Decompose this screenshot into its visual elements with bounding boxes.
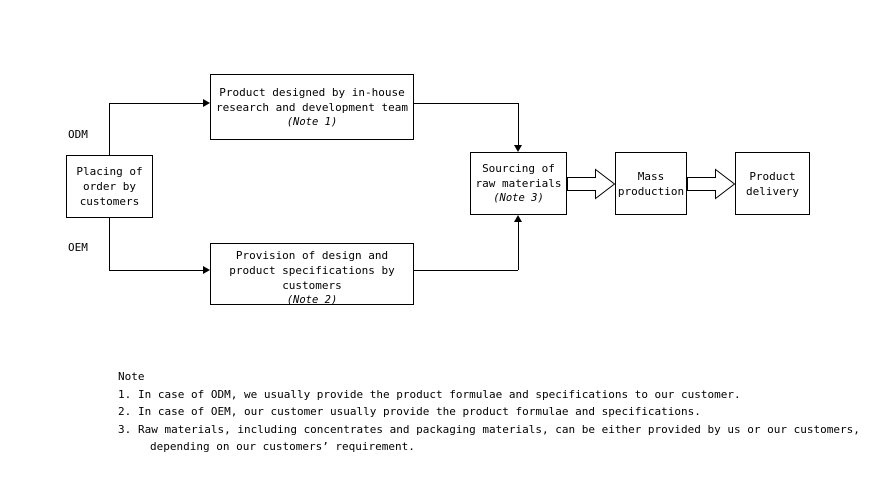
node-placing-of-order[interactable]: Placing of order by customers xyxy=(66,155,153,218)
note-item-1-number: 1. xyxy=(118,387,132,401)
node-provision-of-design-line-3: customers xyxy=(282,279,342,292)
node-product-designed-note-ref: (Note 1) xyxy=(286,115,338,128)
note-item-1-text: In case of ODM, we usually provide the p… xyxy=(138,387,741,401)
edge-label-odm: ODM xyxy=(68,128,88,141)
note-item-3: 3. Raw materials, including concentrates… xyxy=(118,421,860,439)
connector-product-designed-out xyxy=(413,103,518,104)
note-item-2: 2. In case of OEM, our customer usually … xyxy=(118,403,860,421)
node-mass-production[interactable]: Mass production xyxy=(615,152,687,215)
connector-provision-design-up xyxy=(518,222,519,270)
connector-product-designed-down xyxy=(518,103,519,145)
node-mass-production-line-2: production xyxy=(617,184,685,198)
node-product-designed-line-1: Product designed by in-house xyxy=(219,85,405,99)
node-product-designed-line-2: research and development team xyxy=(215,100,409,114)
arrowhead-oem-to-provision-design xyxy=(203,266,210,274)
note-item-2-text: In case of OEM, our customer usually pro… xyxy=(138,405,701,418)
node-sourcing-note-ref: (Note 3) xyxy=(493,192,544,204)
node-product-delivery[interactable]: Product delivery xyxy=(735,152,810,215)
connector-provision-design-out xyxy=(413,270,518,271)
note-item-3-number: 3. xyxy=(118,422,132,436)
node-sourcing-of-raw-materials[interactable]: Sourcing of raw materials (Note 3) xyxy=(470,152,567,215)
node-mass-production-line-1: Mass xyxy=(637,169,665,183)
node-placing-of-order-line-2: order by xyxy=(83,180,136,193)
note-item-3-continuation: depending on our customers’ requirement. xyxy=(150,440,415,453)
connector-oem-horizontal xyxy=(109,270,203,271)
node-placing-of-order-line-3: customers xyxy=(79,195,140,208)
arrowhead-into-sourcing-top xyxy=(514,145,522,152)
node-provision-of-design[interactable]: Provision of design and product specific… xyxy=(210,243,414,305)
node-provision-of-design-line-1: Provision of design and xyxy=(235,249,389,262)
node-product-delivery-line-1: Product xyxy=(749,169,796,183)
notes-section: Note 1. In case of ODM, we usually provi… xyxy=(118,368,860,456)
node-product-designed[interactable]: Product designed by in-house research an… xyxy=(210,74,414,140)
node-provision-of-design-line-2: product specifications by xyxy=(229,264,395,277)
note-item-2-number: 2. xyxy=(118,405,132,418)
arrowhead-into-sourcing-bottom xyxy=(514,215,522,222)
arrowhead-odm-to-product-designed xyxy=(203,99,210,107)
node-sourcing-line-2: raw materials xyxy=(475,177,562,190)
block-arrow-sourcing-to-mass-production xyxy=(567,167,616,201)
node-placing-of-order-line-1: Placing of xyxy=(76,165,143,178)
node-sourcing-line-1: Sourcing of xyxy=(482,162,555,175)
connector-odm-horizontal xyxy=(109,103,203,104)
note-item-3-text: Raw materials, including concentrates an… xyxy=(138,422,860,436)
edge-label-oem: OEM xyxy=(68,241,88,254)
notes-heading: Note xyxy=(118,370,145,383)
node-product-delivery-line-2: delivery xyxy=(746,184,799,198)
block-arrow-mass-production-to-product-delivery xyxy=(687,167,736,201)
note-item-1: 1. In case of ODM, we usually provide th… xyxy=(118,386,860,404)
node-provision-of-design-note-ref: (Note 2) xyxy=(286,294,338,305)
